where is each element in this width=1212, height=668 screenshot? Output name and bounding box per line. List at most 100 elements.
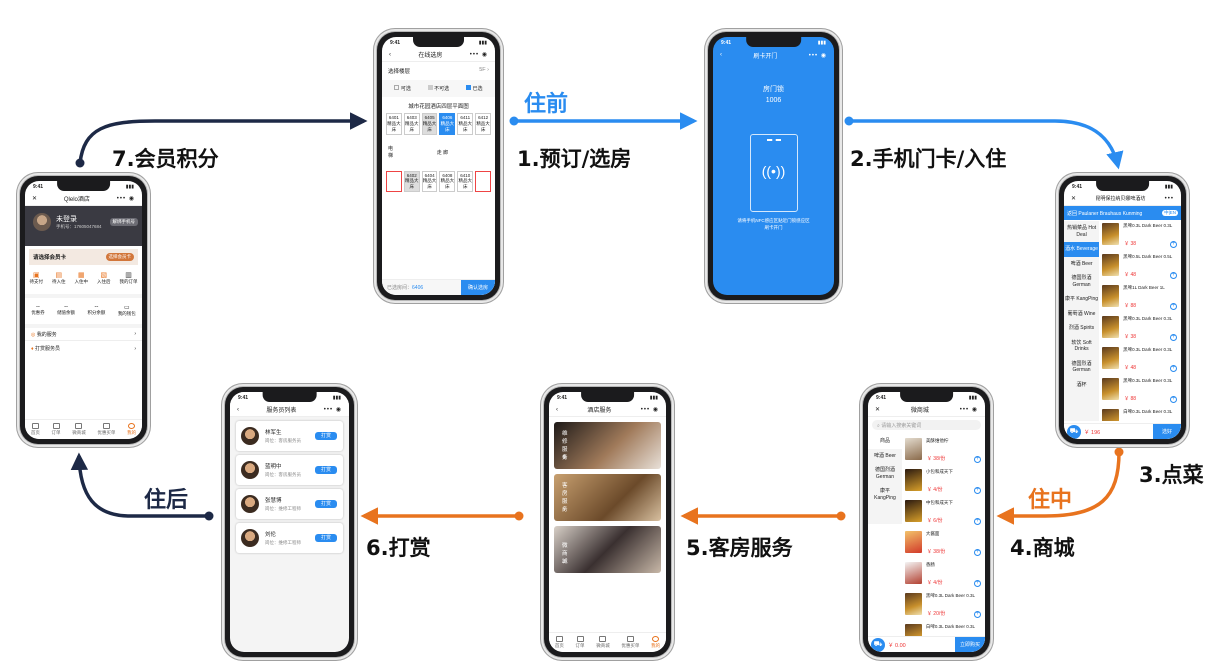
list-item[interactable]: 小包和成天下￥ 4/份+ [902, 467, 985, 498]
add-icon[interactable]: + [974, 580, 981, 587]
category-goods[interactable]: 商品 [868, 434, 902, 449]
nfc-card[interactable]: ((•)) [749, 134, 798, 212]
search-input[interactable]: ⌕ 请输入搜索关键词 [872, 420, 981, 430]
add-icon[interactable]: + [1170, 396, 1177, 403]
list-item[interactable]: 香肠￥ 4/份+ [902, 560, 985, 591]
back-icon[interactable]: ‹ [389, 51, 391, 58]
service-card-repair[interactable]: ⚙ 维修服务 [554, 422, 661, 469]
stat-wallet[interactable]: ▭我的钱包 [117, 305, 136, 316]
list-item[interactable]: 黑啤0.3L Dark Beer 0.3L￥ 88+ [1099, 376, 1181, 407]
category-glass[interactable]: 酒杯 [1076, 381, 1087, 388]
list-item[interactable]: 黑啤1L Dark Beer 1L￥ 88+ [1099, 283, 1181, 314]
tab-orders[interactable]: 订单 [52, 423, 61, 436]
back-link[interactable]: 返回 [1067, 210, 1078, 217]
close-icon[interactable]: ✕ [32, 196, 38, 202]
category-beverage[interactable]: 酒水 Beverage [1064, 242, 1100, 257]
buy-now-button[interactable]: 立即购买 [955, 636, 985, 652]
list-item[interactable]: 黑啤0.3L Dark Beer 0.3L￥ 38+ [1099, 221, 1181, 252]
cart-icon[interactable]: ⛟ [1067, 424, 1081, 439]
tab-me[interactable]: 我的 [127, 423, 136, 436]
order-checked-in[interactable]: ▦入住中 [74, 272, 89, 284]
list-item[interactable]: 黑啤0.3L Dark Beer 0.3L￥ 20/份+ [902, 591, 985, 622]
back-icon[interactable]: ‹ [720, 52, 722, 58]
back-icon[interactable]: ‹ [237, 406, 239, 413]
cart-icon[interactable]: ⛟ [871, 637, 885, 652]
tab-orders[interactable]: 订单 [576, 636, 585, 649]
language-toggle[interactable]: 中|EN [1162, 210, 1178, 216]
category-hot[interactable]: 热销菜品 Hot Deal [1066, 225, 1097, 238]
list-item[interactable]: 中包和成天下￥ 6/份+ [902, 498, 985, 529]
row-tip-staff[interactable]: ♦ 打赏服务员› [25, 340, 142, 356]
more-icon[interactable]: ••• ◉ [469, 52, 488, 58]
tip-button[interactable]: 打赏 [315, 466, 337, 474]
add-icon[interactable]: + [974, 549, 981, 556]
stat-balance[interactable]: --储值余额 [57, 304, 76, 315]
category-spirits[interactable]: 烈酒 Spirits [1068, 325, 1095, 331]
add-icon[interactable]: + [1170, 272, 1177, 279]
checkout-button[interactable]: 选好 [1153, 423, 1181, 439]
tab-mall[interactable]: 微商城 [596, 636, 610, 649]
order-pending-pay[interactable]: ▣待支付 [29, 272, 44, 284]
list-item[interactable]: 黑啤0.3L Dark Beer 0.3L￥ 48+ [1099, 345, 1181, 376]
row-my-services[interactable]: ◎ 我的服务› [25, 324, 142, 340]
tab-home[interactable]: 首页 [555, 636, 564, 649]
list-item[interactable]: 白啤0.3L Dark Beer 0.3L [1099, 407, 1181, 421]
list-item[interactable]: 白啤0.3L Dark Beer 0.3L [902, 622, 985, 636]
service-card-mall[interactable]: ⌂ 微商城 [554, 526, 661, 573]
stat-coupons[interactable]: --优惠券 [31, 304, 45, 315]
select-card-button[interactable]: 选择会员卡 [105, 253, 134, 261]
tab-home[interactable]: 首页 [31, 423, 40, 436]
add-icon[interactable]: + [1170, 303, 1177, 310]
service-card-room[interactable]: ⌂ 客房服务 [554, 474, 661, 521]
tab-discount[interactable]: 优惠买单 [97, 423, 115, 436]
list-item[interactable]: 大酱面￥ 38/份+ [902, 529, 985, 560]
add-icon[interactable]: + [974, 518, 981, 525]
add-icon[interactable]: + [974, 456, 981, 463]
my-orders[interactable]: ▥我的订单 [119, 272, 138, 284]
category-soft-drinks[interactable]: 软饮 Soft Drinks [1071, 339, 1092, 353]
add-icon[interactable]: + [974, 611, 981, 618]
more-icon[interactable]: ••• ◉ [808, 52, 827, 59]
more-icon[interactable]: ••• ◉ [959, 407, 978, 413]
list-item[interactable]: 黑啤0.3L Dark Beer 0.3L￥ 38+ [1099, 314, 1181, 345]
tab-me[interactable]: 我的 [651, 636, 660, 649]
order-after-stay[interactable]: ▧入住后 [97, 272, 111, 284]
close-icon[interactable]: ✕ [875, 407, 881, 413]
floor-selector[interactable]: 选择楼层 5F › [388, 67, 489, 75]
category-german-2[interactable]: 德国烈酒 German [1071, 360, 1092, 374]
list-item[interactable]: 黑啤0.5L Dark Beer 0.5L￥ 48+ [1099, 252, 1181, 283]
more-icon[interactable]: ••• ◉ [116, 196, 135, 202]
add-icon[interactable]: + [974, 487, 981, 494]
stat-points[interactable]: --积分余额 [87, 304, 106, 315]
category-german[interactable]: 德国烈酒 German [874, 467, 895, 480]
order-pending-checkin[interactable]: ▤待入住 [52, 272, 66, 284]
close-icon[interactable]: ✕ [1071, 196, 1077, 202]
add-icon[interactable]: + [1170, 241, 1177, 248]
confirm-room-button[interactable]: 确认选房 [461, 279, 495, 295]
list-item[interactable]: 美酥维他柠￥ 38/份+ [902, 436, 985, 467]
tab-discount[interactable]: 优惠买单 [621, 636, 639, 649]
category-wine[interactable]: 葡萄酒 Wine [1067, 310, 1096, 317]
category-kangping[interactable]: 康平 KangPing [1065, 296, 1099, 302]
more-icon[interactable]: ••• ◉ [323, 407, 342, 413]
more-icon[interactable]: ••• ◉ [640, 407, 659, 413]
back-icon[interactable]: ‹ [556, 406, 558, 413]
category-kangping[interactable]: 康平 KangPing [874, 488, 896, 501]
tip-button[interactable]: 打赏 [315, 432, 337, 440]
tab-mall[interactable]: 微商城 [72, 423, 86, 436]
add-icon[interactable]: + [1170, 365, 1177, 372]
category-beer[interactable]: 啤酒 Beer [1070, 260, 1093, 267]
unbind-phone-button[interactable]: 解绑手机号 [109, 218, 138, 226]
category-german[interactable]: 德国烈酒 German [1071, 275, 1092, 288]
tip-button[interactable]: 打赏 [315, 500, 337, 508]
